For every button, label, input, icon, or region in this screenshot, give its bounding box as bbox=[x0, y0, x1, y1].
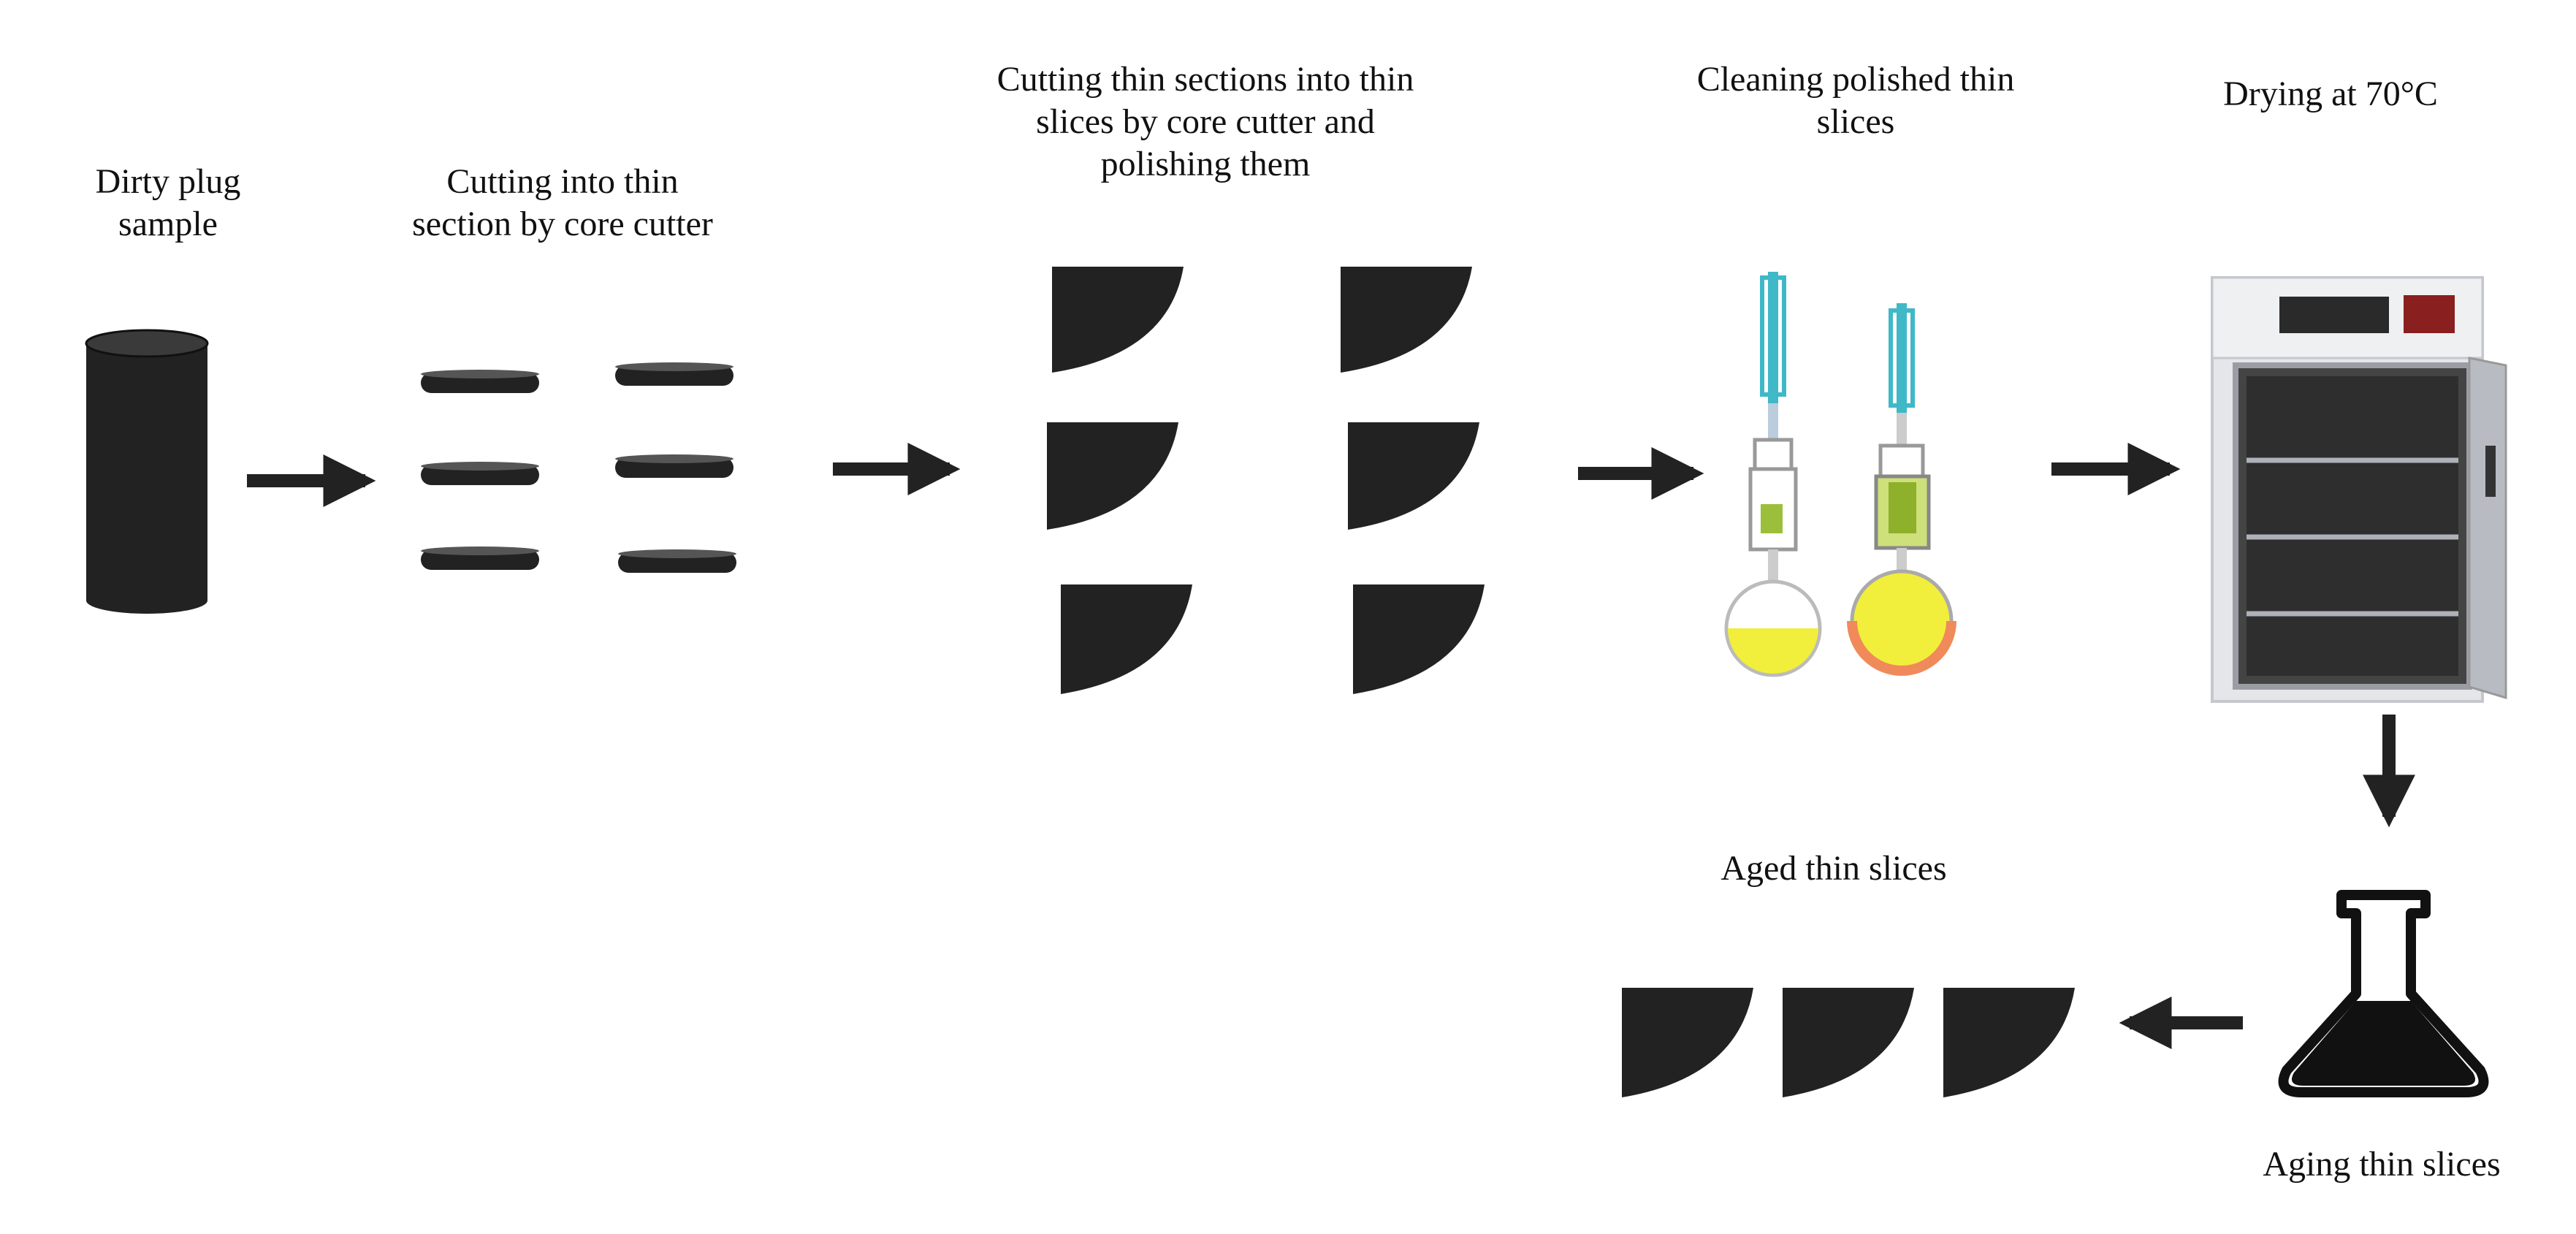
thin-disc-icon bbox=[618, 549, 736, 573]
label-cleaning-polished-thin-slices: Cleaning polished thin slices bbox=[1629, 58, 2082, 143]
slice-icon bbox=[1353, 584, 1485, 694]
thin-disc-icon bbox=[615, 454, 733, 478]
label-line: section by core cutter bbox=[412, 205, 713, 243]
plug-cylinder-icon bbox=[85, 329, 209, 614]
label-line: Dirty plug bbox=[95, 162, 241, 201]
slice-icon bbox=[1052, 267, 1184, 373]
label-aging-thin-slices: Aging thin slices bbox=[2214, 1143, 2550, 1186]
label-line: sample bbox=[118, 205, 218, 243]
soxhlet-apparatus-right-icon bbox=[1847, 303, 1956, 676]
slice-icon bbox=[1943, 988, 2075, 1097]
label-line: slices bbox=[1816, 102, 1895, 141]
slice-icon bbox=[1047, 422, 1178, 530]
label-drying: Drying at 70°C bbox=[2162, 73, 2499, 115]
polished-slices bbox=[1047, 267, 1485, 694]
erlenmeyer-flask-icon bbox=[2278, 890, 2489, 1097]
label-dirty-plug-sample: Dirty plug sample bbox=[44, 161, 292, 245]
slice-icon bbox=[1783, 988, 1914, 1097]
aged-slices bbox=[1622, 988, 2075, 1097]
label-line: Aged thin slices bbox=[1720, 849, 1947, 888]
label-line: Cleaning polished thin bbox=[1696, 60, 2015, 99]
label-cutting-into-thin-section: Cutting into thin section by core cutter bbox=[351, 161, 774, 245]
thin-sections bbox=[421, 362, 736, 573]
label-line: Cutting thin sections into thin bbox=[997, 60, 1414, 99]
drying-oven-icon bbox=[2211, 276, 2507, 703]
label-cutting-thin-slices-polishing: Cutting thin sections into thin slices b… bbox=[913, 58, 1498, 186]
label-line: Drying at 70°C bbox=[2223, 75, 2438, 113]
thin-disc-icon bbox=[421, 546, 539, 570]
slice-icon bbox=[1341, 267, 1472, 373]
soxhlet-apparatus-left-icon bbox=[1724, 272, 1822, 677]
label-line: polishing them bbox=[1100, 145, 1311, 183]
label-line: Aging thin slices bbox=[2263, 1145, 2501, 1184]
slice-icon bbox=[1348, 422, 1479, 530]
slice-icon bbox=[1622, 988, 1753, 1097]
label-line: Cutting into thin bbox=[446, 162, 679, 201]
label-aged-thin-slices: Aged thin slices bbox=[1644, 848, 2024, 890]
arrows bbox=[247, 443, 2415, 1049]
thin-disc-icon bbox=[421, 462, 539, 485]
thin-disc-icon bbox=[421, 370, 539, 393]
slice-icon bbox=[1061, 584, 1192, 694]
thin-disc-icon bbox=[615, 362, 733, 386]
label-line: slices by core cutter and bbox=[1036, 102, 1375, 141]
